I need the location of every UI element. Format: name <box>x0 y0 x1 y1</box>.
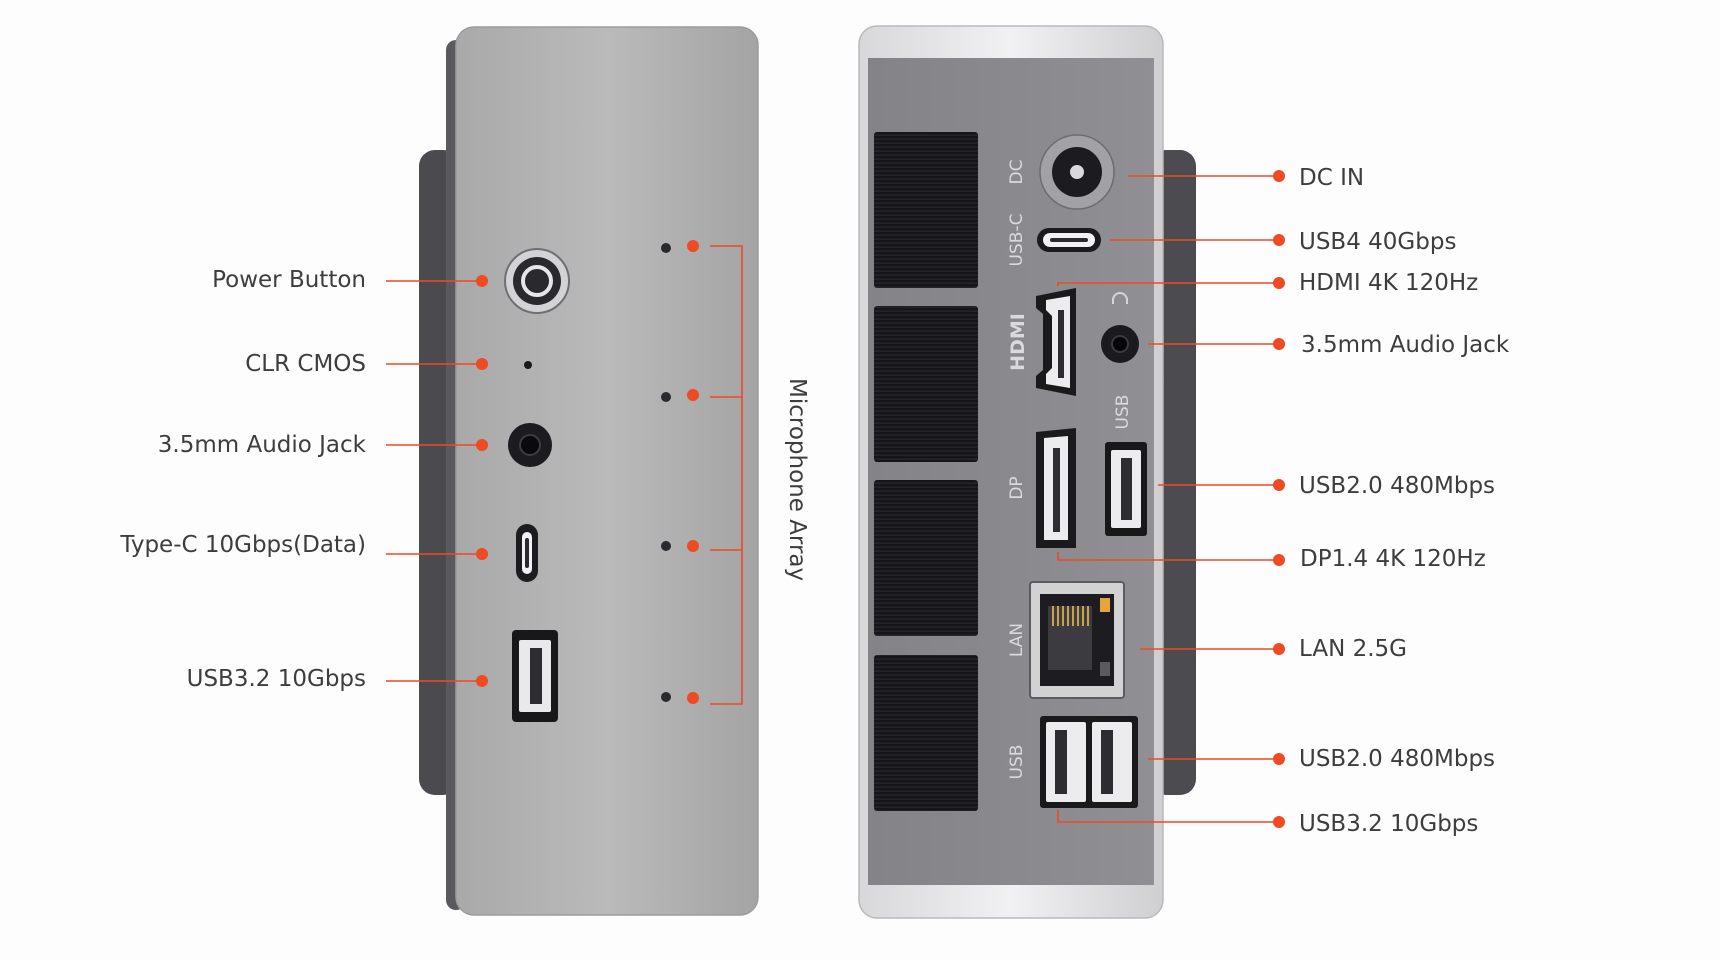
rear-panel: DC USB-C HDMI USB DP LAN USB <box>858 25 1196 919</box>
microphone-holes <box>661 243 671 702</box>
front-usb-a-port <box>512 630 558 722</box>
rear-usb-dual-stack <box>1040 716 1138 808</box>
label-rear-usb32: USB3.2 10Gbps <box>1299 811 1479 837</box>
usb4-port <box>1037 228 1101 252</box>
dot-dc-in <box>1273 170 1285 182</box>
callout-dots <box>476 170 1285 828</box>
label-dc-in: DC IN <box>1299 165 1365 191</box>
lan-port <box>1029 581 1125 699</box>
silk-dp: DP <box>1007 476 1027 499</box>
dot-rear-usb32 <box>1273 816 1285 828</box>
dot-power-button <box>476 275 488 287</box>
dot-mic-1 <box>687 240 699 252</box>
dot-mic-2 <box>687 389 699 401</box>
front-panel <box>419 26 759 916</box>
dot-rear-audio <box>1273 338 1285 350</box>
dot-dp <box>1273 554 1285 566</box>
label-microphone-array: Microphone Array <box>784 378 810 582</box>
label-hdmi: HDMI 4K 120Hz <box>1299 270 1479 296</box>
dot-lan <box>1273 643 1285 655</box>
dot-hdmi <box>1273 277 1285 289</box>
front-type-c-port <box>516 524 538 582</box>
label-rear-usb20-dual: USB2.0 480Mbps <box>1299 746 1496 772</box>
label-rear-usb20-single: USB2.0 480Mbps <box>1299 473 1496 499</box>
silk-lan: LAN <box>1007 623 1027 657</box>
label-clr-cmos: CLR CMOS <box>245 351 366 377</box>
dc-in-port <box>1039 134 1115 210</box>
label-power-button: Power Button <box>212 267 366 293</box>
vent-grilles <box>874 132 978 811</box>
front-audio-jack <box>508 423 552 467</box>
label-type-c: Type-C 10Gbps(Data) <box>120 532 366 558</box>
hdmi-port <box>1036 288 1076 396</box>
silk-usb-top: USB <box>1113 395 1133 430</box>
dp-port <box>1036 428 1076 548</box>
dot-type-c <box>476 548 488 560</box>
rear-usb2-single-port <box>1105 442 1147 536</box>
dot-usb4 <box>1273 234 1285 246</box>
silk-usb-c: USB-C <box>1007 214 1027 267</box>
label-usb4: USB4 40Gbps <box>1299 229 1457 255</box>
label-front-audio-jack: 3.5mm Audio Jack <box>157 432 366 458</box>
label-lan: LAN 2.5G <box>1299 636 1407 662</box>
dot-front-audio <box>476 439 488 451</box>
silk-usb-bottom: USB <box>1007 745 1027 780</box>
dot-clr-cmos <box>476 358 488 370</box>
power-button <box>504 248 570 314</box>
rear-audio-jack <box>1101 292 1139 363</box>
silkscreen-labels: DC USB-C HDMI USB DP LAN USB <box>1007 160 1133 780</box>
label-front-usb32: USB3.2 10Gbps <box>186 666 366 692</box>
dot-rear-usb20-single <box>1273 479 1285 491</box>
label-dp: DP1.4 4K 120Hz <box>1300 546 1486 572</box>
dot-mic-4 <box>687 692 699 704</box>
dot-front-usb32 <box>476 675 488 687</box>
dot-mic-3 <box>687 540 699 552</box>
silk-dc: DC <box>1007 160 1027 185</box>
front-body <box>456 27 758 915</box>
silk-hdmi: HDMI <box>1007 313 1029 371</box>
clr-cmos-hole <box>524 361 532 369</box>
dot-rear-usb20-dual <box>1273 753 1285 765</box>
callout-lines <box>386 175 1278 823</box>
label-rear-audio-jack: 3.5mm Audio Jack <box>1301 332 1510 358</box>
